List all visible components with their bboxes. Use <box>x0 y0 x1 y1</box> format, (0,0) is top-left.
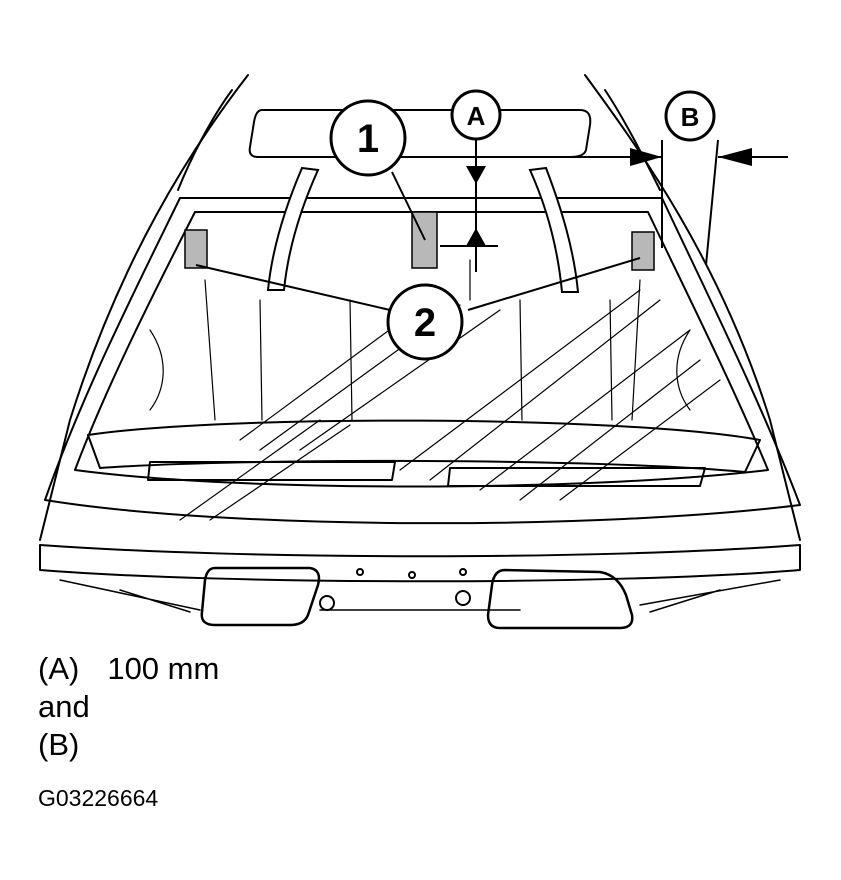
legend-a-value: 100 mm <box>107 651 220 686</box>
interior-lines <box>149 259 691 421</box>
windshield-spacer-diagram: 1 2 A B <box>39 74 801 630</box>
callout-label-2: 2 <box>414 301 436 345</box>
cowl-lower <box>59 579 781 613</box>
hood-vent-right <box>486 568 634 630</box>
spacer-strip-left <box>266 166 320 291</box>
windshield-opening-outer <box>44 197 801 525</box>
dim-a-arrow-down <box>466 166 486 184</box>
figure-id: G03226664 <box>38 785 159 811</box>
leader-2-right <box>467 257 641 311</box>
leader-1 <box>391 171 426 241</box>
dim-b-extension-right <box>705 139 719 266</box>
cowl-panel <box>39 544 801 583</box>
adhesive-pad-right <box>631 231 655 271</box>
legend-dimension-b: (B) <box>38 727 80 762</box>
leader-2-left <box>195 264 391 311</box>
dashboard-top <box>87 419 761 473</box>
callout-label-b: B <box>681 102 700 132</box>
legend-and: and <box>38 689 90 724</box>
dashboard-vent <box>147 461 706 487</box>
mirror-outline <box>248 109 592 158</box>
legend-a-label: (A) <box>38 651 80 686</box>
callout-label-a: A <box>467 101 486 131</box>
callout-circle-a <box>450 89 502 141</box>
washer-nozzle-right <box>455 590 471 606</box>
cowl-clip <box>408 571 416 579</box>
dim-b-arrow-left <box>718 148 752 166</box>
reflection-hatching <box>179 289 721 521</box>
callout-circle-2 <box>386 283 464 361</box>
cowl-clip <box>459 568 467 576</box>
hood-vent-left <box>200 566 321 627</box>
windshield-opening-inner <box>74 211 769 488</box>
roof-edge <box>177 89 661 191</box>
callout-label-1: 1 <box>357 117 379 161</box>
callout-circle-1 <box>329 99 407 177</box>
adhesive-pad-left <box>184 229 208 269</box>
dim-a-arrow-up <box>466 228 486 246</box>
callout-circle-b <box>664 90 716 142</box>
cowl-clip <box>356 568 364 576</box>
washer-nozzle-left <box>319 595 335 611</box>
legend-dimension-a: (A) 100 mm <box>38 650 219 687</box>
dim-b-arrow-right <box>630 148 662 166</box>
body-outline-right <box>584 74 801 541</box>
body-outline-left <box>39 74 249 541</box>
spacer-strip-right <box>528 166 580 293</box>
